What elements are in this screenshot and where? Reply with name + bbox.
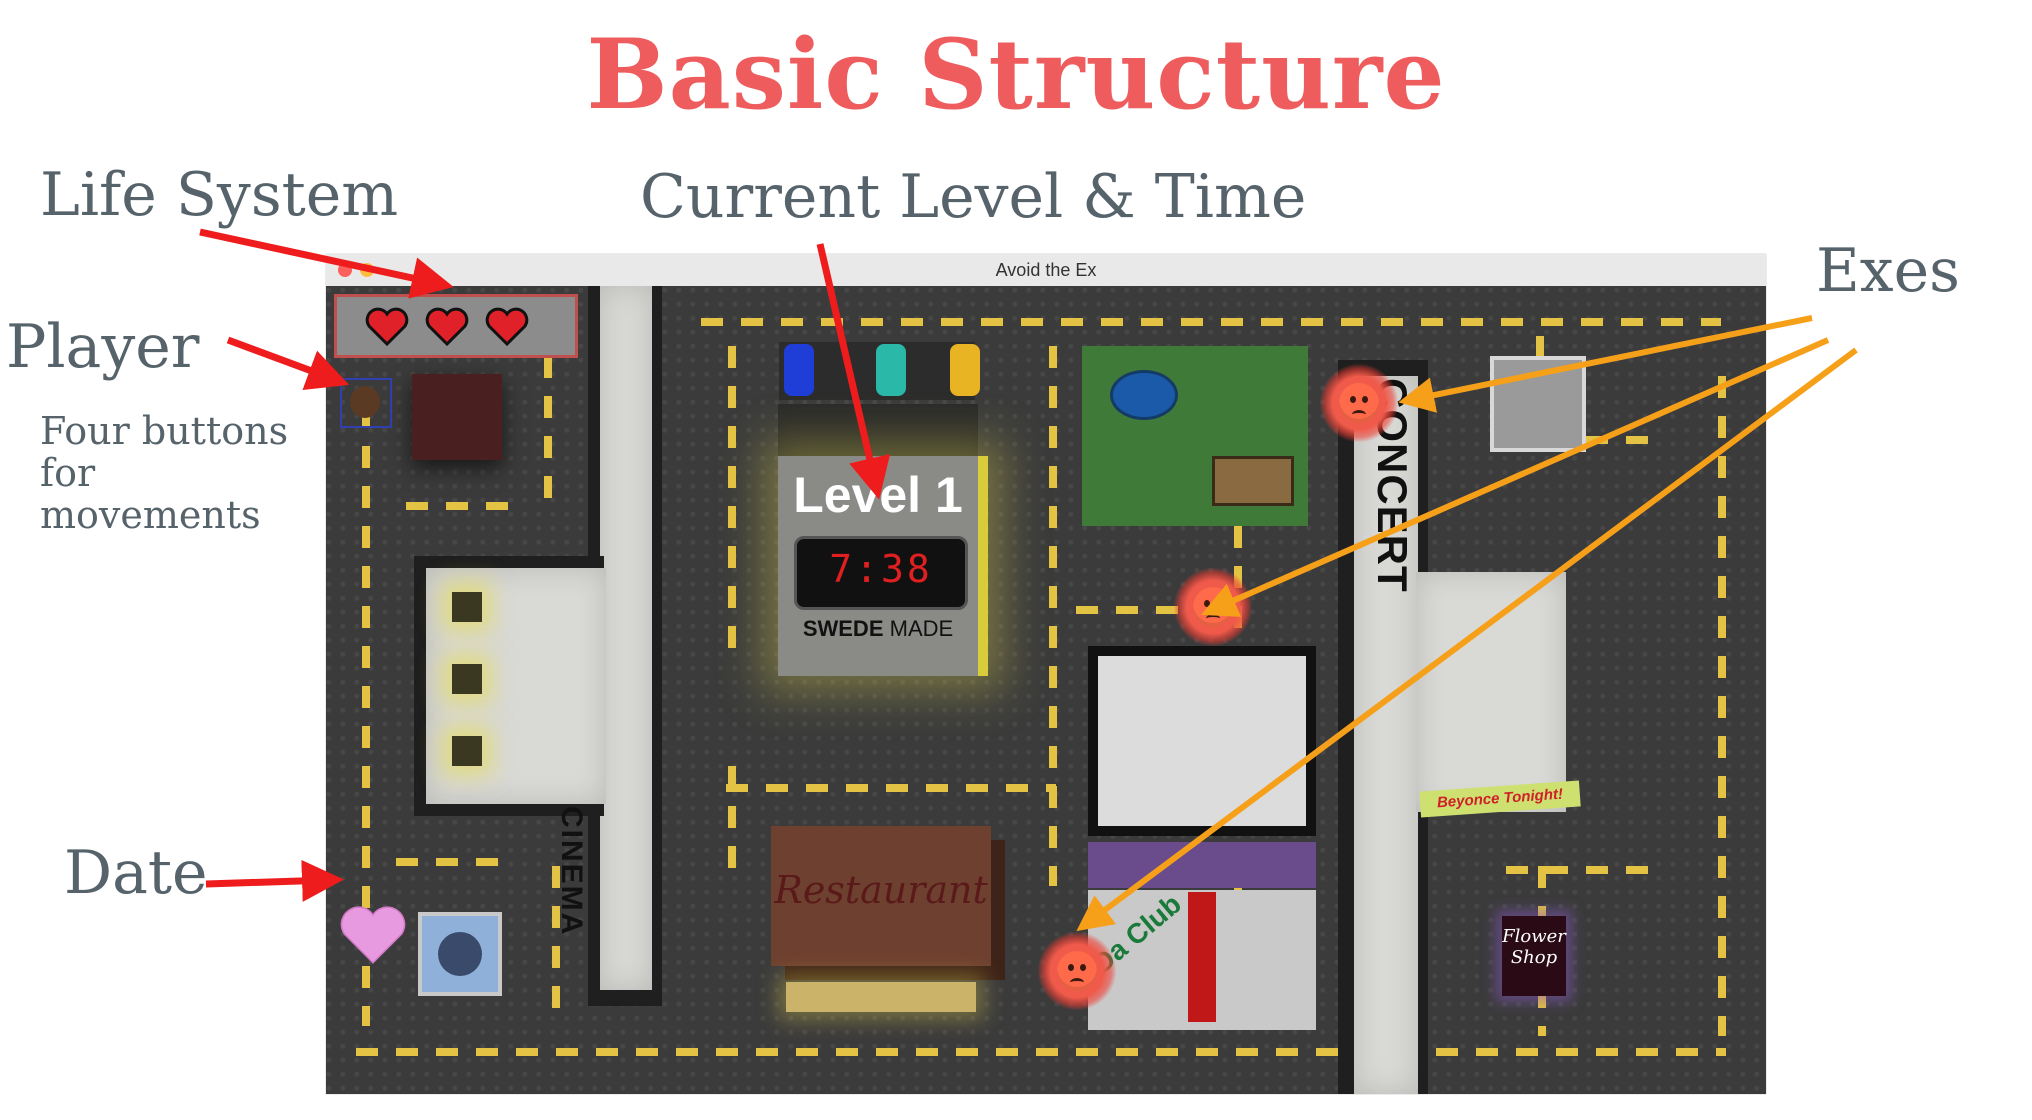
road-marking <box>1049 346 1057 886</box>
level-panel: Level 1 7:38 SWEDE MADE <box>778 456 988 676</box>
player-head <box>350 386 380 418</box>
level-label: Level 1 <box>793 467 963 523</box>
road-marking <box>544 316 552 506</box>
label-exes: Exes <box>1816 236 1960 306</box>
cinema-sign: CINEMA <box>555 806 588 937</box>
game-window: Avoid the Ex <box>326 254 1766 1094</box>
flower-sign-line1: Flower <box>1502 926 1566 947</box>
player-sprite[interactable] <box>340 378 392 428</box>
road-marking <box>362 406 370 1026</box>
angry-face-icon <box>1339 383 1379 423</box>
club-roof <box>1088 646 1316 836</box>
window-titlebar: Avoid the Ex <box>326 254 1766 287</box>
car-icon <box>950 344 980 396</box>
ex-enemy <box>1320 364 1398 442</box>
heart-icon <box>365 307 409 346</box>
road-marking <box>406 502 526 510</box>
game-board: CINEMA Level 1 7:38 SWEDE MADE Restauran… <box>326 286 1766 1094</box>
car-icon <box>876 344 906 396</box>
arrow-player <box>226 336 350 390</box>
red-carpet <box>1188 892 1216 1022</box>
timer-display: 7:38 <box>794 536 968 610</box>
road-marking <box>701 318 1721 326</box>
life-bar <box>334 294 578 358</box>
club-lights <box>1088 842 1316 888</box>
brand-light: MADE <box>889 616 954 641</box>
label-level-time: Current Level & Time <box>640 162 1307 232</box>
concert-wing <box>1416 572 1566 812</box>
road-marking <box>1506 866 1656 874</box>
angry-face-icon <box>1193 587 1233 627</box>
cinema-light <box>452 736 482 766</box>
close-button[interactable] <box>338 263 352 277</box>
sandbox <box>1212 456 1294 506</box>
cinema-light <box>452 664 482 694</box>
label-date: Date <box>64 838 208 908</box>
restaurant-entrance <box>786 982 976 1012</box>
heart-icon <box>485 307 529 346</box>
cinema-light <box>452 592 482 622</box>
cinema-block <box>600 286 652 990</box>
statue <box>1490 356 1586 452</box>
fountain-center <box>438 932 482 976</box>
timer-value: 7:38 <box>829 547 933 591</box>
park <box>1082 346 1308 526</box>
road-marking <box>728 346 736 666</box>
brand-text: SWEDE MADE <box>778 616 978 642</box>
label-player-note: Four buttons for movements <box>40 409 289 537</box>
club-terrace <box>1098 656 1306 826</box>
pond <box>1110 370 1178 420</box>
ex-enemy <box>1174 568 1252 646</box>
brand-bold: SWEDE <box>802 616 884 641</box>
date-heart-icon <box>340 906 406 964</box>
label-player: Player <box>6 312 200 382</box>
fountain <box>418 912 502 996</box>
road-marking <box>396 858 516 866</box>
road-marking <box>552 866 560 1026</box>
flower-shop: Flower Shop <box>1502 916 1566 996</box>
heart-icon <box>425 307 469 346</box>
road-marking <box>728 766 736 886</box>
road-marking <box>356 1048 1726 1056</box>
road-marking <box>726 784 1056 792</box>
house-building <box>412 374 502 460</box>
arrow-date <box>205 859 344 902</box>
minimize-button[interactable] <box>360 263 374 277</box>
label-life-system: Life System <box>40 160 399 230</box>
road-marking <box>1718 376 1726 1036</box>
car-icon <box>784 344 814 396</box>
angry-face-icon <box>1057 951 1097 991</box>
window-title: Avoid the Ex <box>995 260 1097 280</box>
restaurant-sign: Restaurant <box>774 868 988 912</box>
flower-sign-line2: Shop <box>1510 947 1558 968</box>
slide-title: Basic Structure <box>586 18 1446 131</box>
restaurant-building: Restaurant <box>771 826 991 966</box>
ex-enemy <box>1038 932 1116 1010</box>
